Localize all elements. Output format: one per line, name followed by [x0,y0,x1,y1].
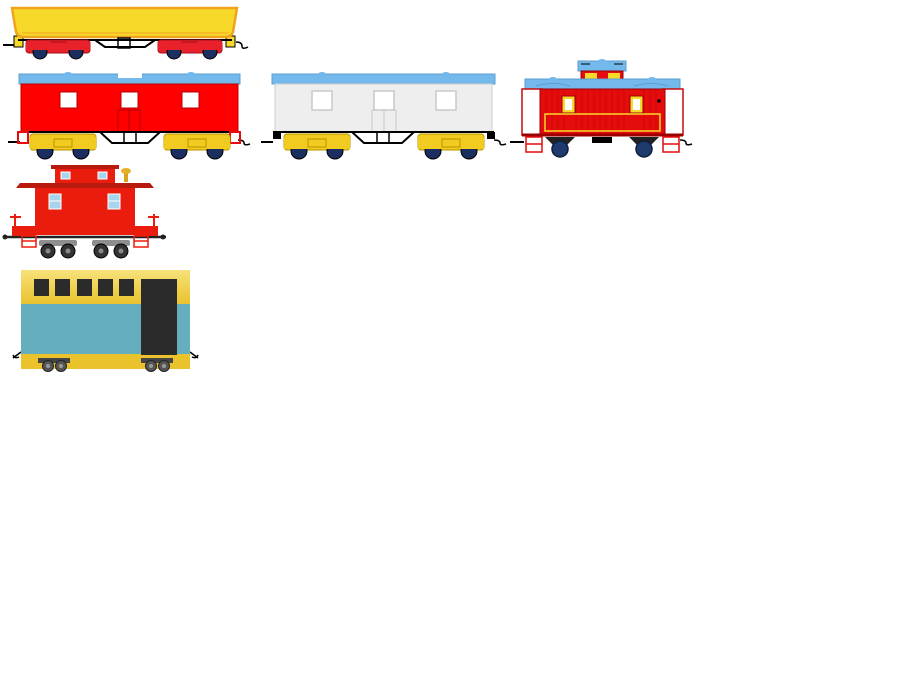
hopper-truck-right [157,39,223,60]
white-boxcar [261,72,507,160]
red-boxcar-truck-right [163,133,231,160]
yellow-teal-passenger-car [12,270,199,372]
white-boxcar-truck-left [283,133,351,160]
red-boxcar [8,72,251,160]
red-boxcar-truck-left [29,133,97,160]
white-boxcar-truck-right [417,133,485,160]
red-caboose-blue-roof [510,59,693,158]
hopper-truck-left [25,39,91,60]
yellow-hopper-car [3,6,249,60]
small-red-caboose [2,165,166,259]
